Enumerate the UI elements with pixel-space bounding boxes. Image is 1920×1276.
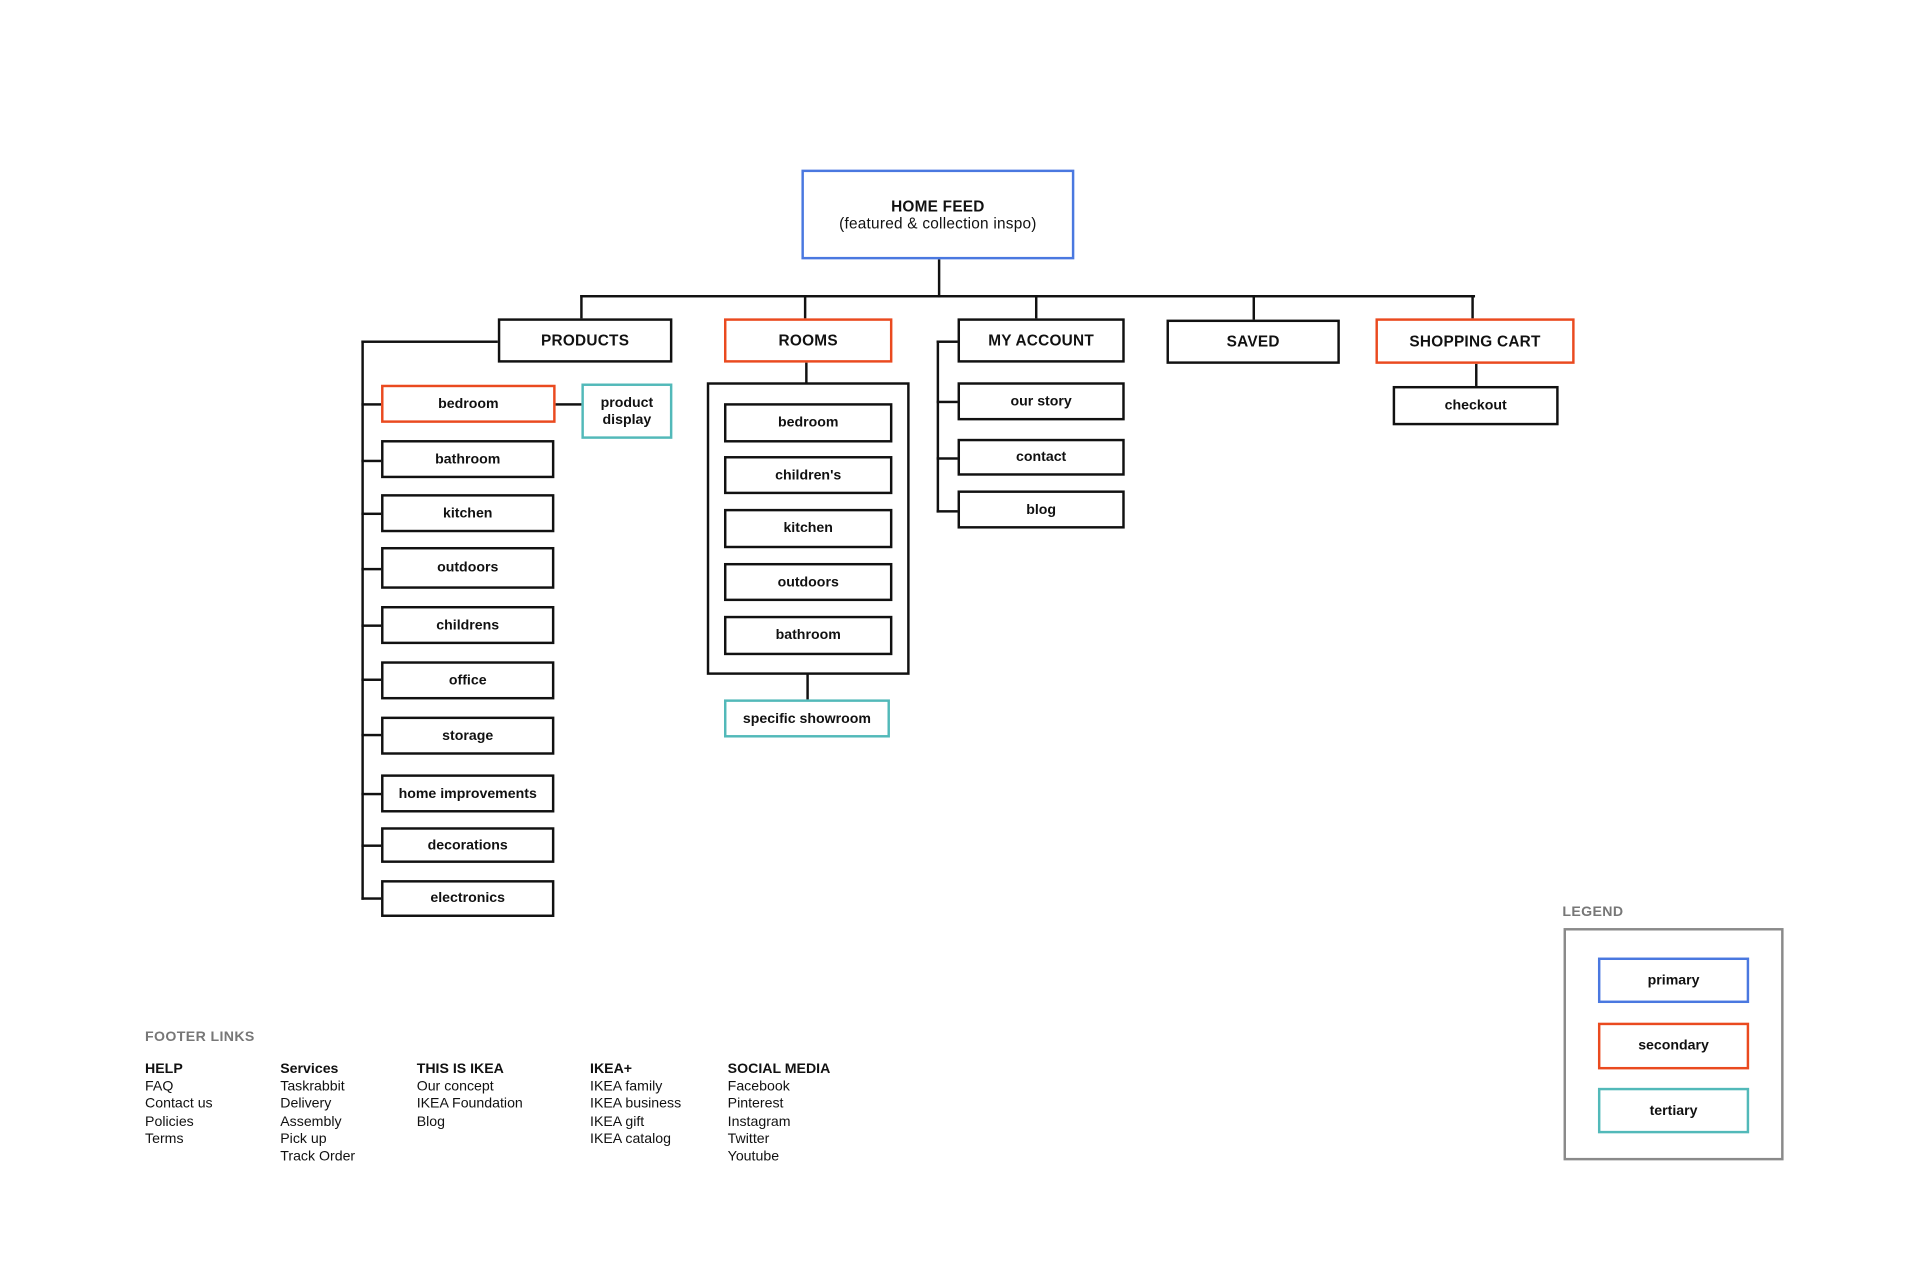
connector (361, 733, 382, 737)
connector (361, 678, 382, 681)
legend-primary: primary (1597, 957, 1750, 1004)
footer-column-social-media: SOCIAL MEDIA Facebook Pinterest Instagra… (728, 1061, 831, 1166)
product-display-label: product display (600, 395, 654, 428)
legend-title: LEGEND (1562, 904, 1624, 920)
products-item-storage: storage (381, 716, 555, 755)
connector (361, 567, 382, 571)
account-item-our-story: our story (957, 382, 1125, 421)
products-item-bedroom: bedroom (381, 384, 556, 423)
connector (554, 403, 583, 406)
footer-link[interactable]: Our concept (416, 1079, 494, 1095)
footer-links-title: FOOTER LINKS (145, 1030, 255, 1045)
connector (361, 897, 382, 900)
account-item-contact: contact (957, 438, 1125, 476)
footer-link[interactable]: Policies (145, 1114, 194, 1130)
footer-heading: THIS IS IKEA (416, 1062, 504, 1077)
connector (361, 624, 382, 627)
connector (361, 844, 382, 847)
connector (361, 459, 382, 463)
connector (1471, 295, 1474, 320)
connector (361, 340, 500, 343)
connector (361, 340, 364, 900)
rooms-node: ROOMS (723, 318, 893, 363)
footer-link[interactable]: IKEA Foundation (416, 1096, 523, 1112)
products-item-office: office (381, 661, 555, 700)
legend-tertiary: tertiary (1597, 1087, 1750, 1134)
products-item-childrens: childrens (381, 605, 555, 645)
connector (936, 510, 959, 513)
connector (936, 340, 959, 343)
footer-column-services: Services Taskrabbit Delivery Assembly Pi… (280, 1061, 355, 1166)
products-node: PRODUCTS (497, 318, 673, 363)
footer-link[interactable]: Delivery (280, 1096, 332, 1112)
footer-heading: IKEA+ (590, 1062, 633, 1077)
footer-link[interactable]: IKEA family (590, 1079, 663, 1095)
footer-link[interactable]: Twitter (727, 1131, 770, 1147)
footer-column-this-is-ikea: THIS IS IKEA Our concept IKEA Foundation… (417, 1061, 523, 1131)
legend-secondary: secondary (1597, 1022, 1750, 1070)
footer-heading: Services (280, 1062, 339, 1077)
footer-link[interactable]: Assembly (280, 1114, 342, 1130)
footer-link[interactable]: Pick up (280, 1131, 327, 1147)
my-account-node: MY ACCOUNT (957, 318, 1125, 363)
connector (806, 673, 809, 701)
rooms-item-bedroom: bedroom (723, 403, 893, 443)
footer-link[interactable]: Contact us (145, 1096, 213, 1112)
footer-heading: SOCIAL MEDIA (727, 1062, 831, 1077)
rooms-item-bathroom: bathroom (723, 615, 893, 656)
products-item-kitchen: kitchen (381, 494, 555, 533)
footer-link[interactable]: Track Order (280, 1149, 356, 1165)
products-item-electronics: electronics (381, 880, 555, 917)
footer-column-help: HELP FAQ Contact us Policies Terms (145, 1061, 213, 1148)
connector (936, 457, 959, 460)
connector (1034, 295, 1038, 320)
connector (1252, 295, 1256, 320)
specific-showroom-node: specific showroom (723, 699, 890, 738)
connector (805, 361, 808, 384)
footer-link[interactable]: Facebook (727, 1079, 790, 1095)
footer-column-ikea-plus: IKEA+ IKEA family IKEA business IKEA gif… (590, 1061, 681, 1148)
legend-box (1563, 928, 1784, 1161)
products-item-decorations: decorations (381, 827, 555, 863)
connector (361, 403, 382, 406)
connector (1475, 362, 1478, 388)
footer-link[interactable]: Terms (145, 1131, 184, 1147)
connector (361, 512, 382, 516)
footer-link[interactable]: Taskrabbit (280, 1079, 345, 1095)
footer-link[interactable]: FAQ (145, 1079, 174, 1095)
footer-link[interactable]: IKEA gift (590, 1114, 645, 1130)
products-item-outdoors: outdoors (381, 546, 555, 589)
saved-node: SAVED (1166, 319, 1340, 364)
product-display-node: product display (581, 383, 673, 439)
account-item-blog: blog (957, 490, 1125, 529)
connector (936, 400, 959, 404)
connector (580, 295, 583, 320)
connector (937, 258, 941, 298)
footer-link[interactable]: Instagram (727, 1114, 791, 1130)
rooms-item-outdoors: outdoors (723, 562, 893, 602)
shopping-cart-node: SHOPPING CART (1375, 318, 1575, 364)
connector (936, 340, 940, 513)
products-item-home-improvements: home improvements (381, 774, 555, 813)
footer-link[interactable]: Pinterest (727, 1096, 784, 1112)
rooms-group-frame (706, 382, 910, 675)
connector (803, 295, 807, 320)
home-feed-subtitle: (featured & collection inspo) (839, 214, 1037, 232)
connector (580, 295, 1476, 298)
footer-link[interactable]: IKEA catalog (590, 1131, 671, 1147)
footer-heading: HELP (145, 1062, 183, 1077)
connector (361, 792, 382, 796)
rooms-item-kitchen: kitchen (723, 508, 893, 549)
products-item-bathroom: bathroom (381, 440, 555, 479)
rooms-item-childrens: children's (723, 456, 893, 495)
footer-link[interactable]: IKEA business (590, 1096, 682, 1112)
checkout-node: checkout (1392, 385, 1559, 426)
home-feed-title: HOME FEED (891, 197, 985, 215)
footer-link[interactable]: Blog (416, 1114, 446, 1130)
home-feed-node: HOME FEED (featured & collection inspo) (801, 169, 1075, 260)
footer-link[interactable]: Youtube (727, 1149, 780, 1165)
